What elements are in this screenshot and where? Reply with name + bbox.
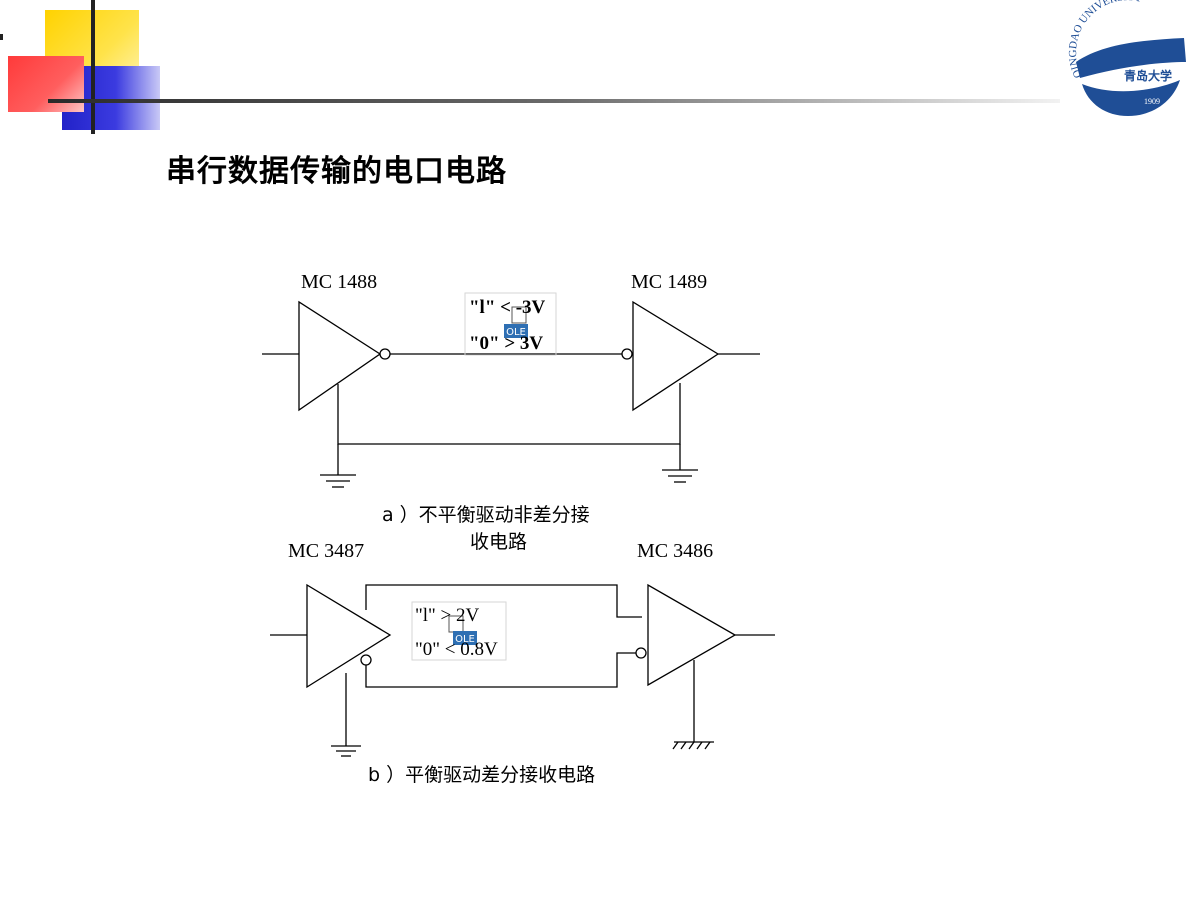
b-signal-wire-positive xyxy=(365,584,642,618)
a-ground-return-wire xyxy=(337,383,681,445)
a-caption-line1: a ）不平衡驱动非差分接 xyxy=(382,504,590,526)
a-receiver-inversion-bubble xyxy=(621,348,633,360)
corner-tick xyxy=(0,34,3,40)
a-ole-frame xyxy=(464,292,557,356)
b-receiver-amplifier xyxy=(647,583,737,687)
a-receiver-amplifier xyxy=(632,300,720,412)
b-chassis-hatch-4 xyxy=(696,741,703,750)
university-logo: QINGDAO UNIVERSITY 青岛大学 1909 xyxy=(1067,0,1186,118)
logo-chinese-name: 青岛大学 xyxy=(1124,68,1172,83)
b-chassis-hatch-1 xyxy=(672,741,679,750)
b-driver-amplifier xyxy=(306,583,392,689)
b-ole-frame xyxy=(411,601,507,661)
b-chassis-hatch-3 xyxy=(688,741,695,750)
b-logic-one-level: "l" > 2V xyxy=(415,605,480,626)
circuit-a xyxy=(262,292,760,488)
slide-title: 串行数据传输的电口电路 xyxy=(166,154,507,189)
a-driver-amplifier xyxy=(298,300,382,412)
logo-year: 1909 xyxy=(1144,97,1160,106)
b-receiver-chip-label: MC 3486 xyxy=(637,540,713,562)
deco-vertical-line xyxy=(91,0,95,134)
b-chassis-hatch-2 xyxy=(680,741,687,750)
b-ole-badge-text: OLE xyxy=(455,634,475,645)
header-divider-line xyxy=(48,99,1060,103)
b-chassis-hatch-5 xyxy=(704,741,711,750)
a-ole-badge-bg xyxy=(504,324,528,338)
a-ole-badge-text: OLE xyxy=(506,327,526,338)
a-driver-chip-label: MC 1488 xyxy=(301,271,377,293)
a-driver-inversion-bubble xyxy=(379,348,391,360)
b-signal-wire-negative xyxy=(365,652,636,688)
a-logic-one-level: "l" < -3V xyxy=(469,297,546,318)
b-caption: b ）平衡驱动差分接收电路 xyxy=(368,764,595,786)
logo-wave-top xyxy=(1076,38,1186,78)
b-driver-inversion-bubble xyxy=(360,654,372,666)
b-logic-zero-level: "0" < 0.8V xyxy=(415,639,498,660)
b-driver-chip-label: MC 3487 xyxy=(288,540,364,562)
a-caption-line2: 收电路 xyxy=(470,531,527,553)
logo-wave-bottom xyxy=(1082,80,1180,116)
a-logic-zero-level: "0" > 3V xyxy=(469,333,543,354)
b-ole-badge-bg xyxy=(453,631,477,645)
a-ole-doc-icon xyxy=(511,306,527,324)
a-receiver-chip-label: MC 1489 xyxy=(631,271,707,293)
b-receiver-inversion-bubble xyxy=(635,647,647,659)
circuit-b xyxy=(270,583,775,757)
